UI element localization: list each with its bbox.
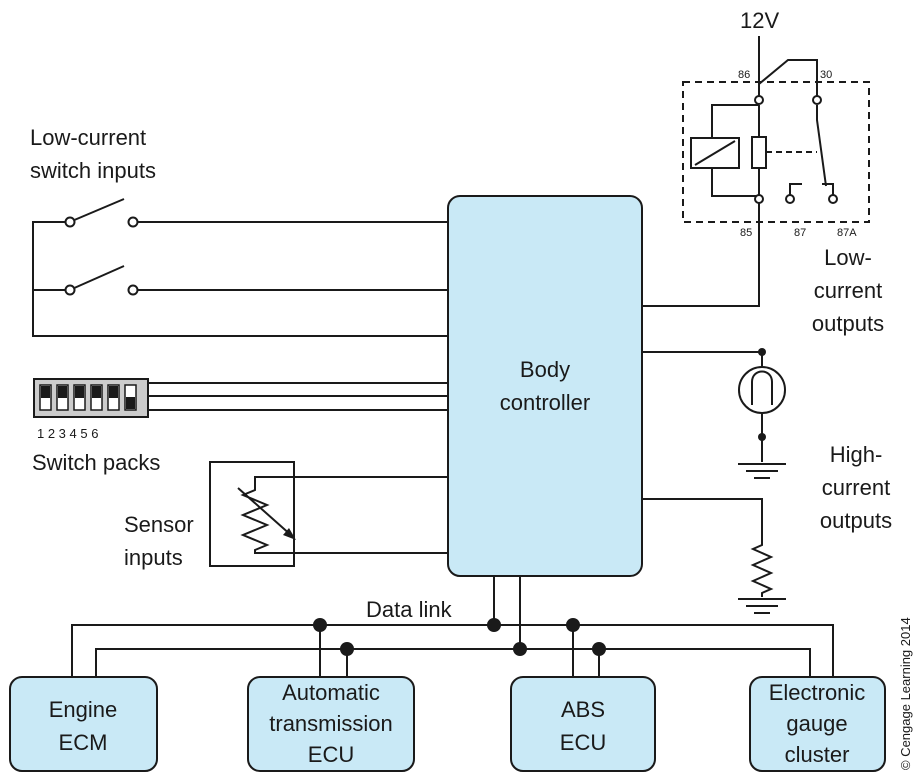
- switch-packs-label: Switch packs: [32, 450, 160, 475]
- supply-voltage-label: 12V: [740, 8, 779, 33]
- high-current-outputs-label-line1: High-: [830, 442, 883, 467]
- switch-1-blade: [71, 198, 125, 222]
- relay-pin-87-label: 87: [794, 227, 806, 239]
- copyright-notice: © Cengage Learning 2014: [898, 617, 913, 770]
- sensor-inputs-label-line1: Sensor: [124, 512, 194, 537]
- switch-1-contact-right: [127, 216, 139, 228]
- low-current-outputs-label-line2: current: [814, 278, 882, 303]
- low-current-inputs-label-line2: switch inputs: [30, 158, 156, 183]
- switch-2-contact-right: [127, 284, 139, 296]
- body-controller-box: [447, 195, 643, 577]
- switch-2-contact-left: [64, 284, 76, 296]
- switch-2-blade: [71, 265, 125, 290]
- lamp-icon: [642, 348, 786, 462]
- resistor-icon: [642, 498, 774, 597]
- relay-pin-87a-label: 87A: [837, 227, 857, 239]
- high-current-outputs-label-line3: outputs: [820, 508, 892, 533]
- low-current-inputs-label-line1: Low-current: [30, 125, 146, 150]
- module-label: Electronic: [769, 680, 866, 705]
- switch-inputs-wiring: [32, 198, 448, 337]
- module-label: cluster: [785, 742, 850, 767]
- relay-pin-85-label: 85: [740, 227, 752, 239]
- abs-ecu-module: ABS ECU: [510, 676, 656, 772]
- sensor-box: [209, 461, 295, 567]
- module-label: ECU: [308, 742, 354, 767]
- switch-pack-icon: [33, 378, 149, 418]
- relay-pin-30-terminal: [812, 95, 822, 105]
- gauge-cluster-module: Electronic gauge cluster: [749, 676, 886, 772]
- relay-pin-30-label: 30: [820, 69, 832, 81]
- relay-pin-86-label: 86: [738, 69, 750, 81]
- body-controller-label-line2: controller: [500, 390, 590, 415]
- module-label: ABS: [561, 697, 605, 722]
- data-link-label: Data link: [366, 597, 453, 622]
- relay-pin-87-terminal: [785, 194, 795, 204]
- relay-pin-85-terminal: [754, 194, 764, 204]
- module-label: transmission: [269, 711, 392, 736]
- variable-resistor-icon: [237, 476, 448, 554]
- body-controller-label-line1: Body: [520, 357, 570, 382]
- switch-1-contact-left: [64, 216, 76, 228]
- low-current-outputs-label-line1: Low-: [824, 245, 872, 270]
- sensor-inputs-label-line2: inputs: [124, 545, 183, 570]
- engine-ecm-module: Engine ECM: [9, 676, 158, 772]
- high-current-outputs-label-line2: current: [822, 475, 890, 500]
- module-label: Engine: [49, 697, 118, 722]
- relay-pin-87a-terminal: [828, 194, 838, 204]
- relay-pin-86-terminal: [754, 95, 764, 105]
- module-label: ECM: [59, 730, 108, 755]
- switch-pack-numbers: 1 2 3 4 5 6: [37, 426, 98, 441]
- relay-enclosure: [682, 81, 870, 223]
- low-current-outputs-label-line3: outputs: [812, 311, 884, 336]
- relay-control-wire: [642, 203, 760, 307]
- ground-icon: [738, 598, 786, 614]
- module-label: Automatic: [282, 680, 380, 705]
- data-link-bus: [71, 576, 834, 677]
- transmission-ecu-module: Automatic transmission ECU: [247, 676, 415, 772]
- module-label: ECU: [560, 730, 606, 755]
- switch-pack-wires: [148, 382, 448, 411]
- module-label: gauge: [786, 711, 847, 736]
- relay-icon: [690, 36, 838, 204]
- ground-icon: [738, 463, 786, 479]
